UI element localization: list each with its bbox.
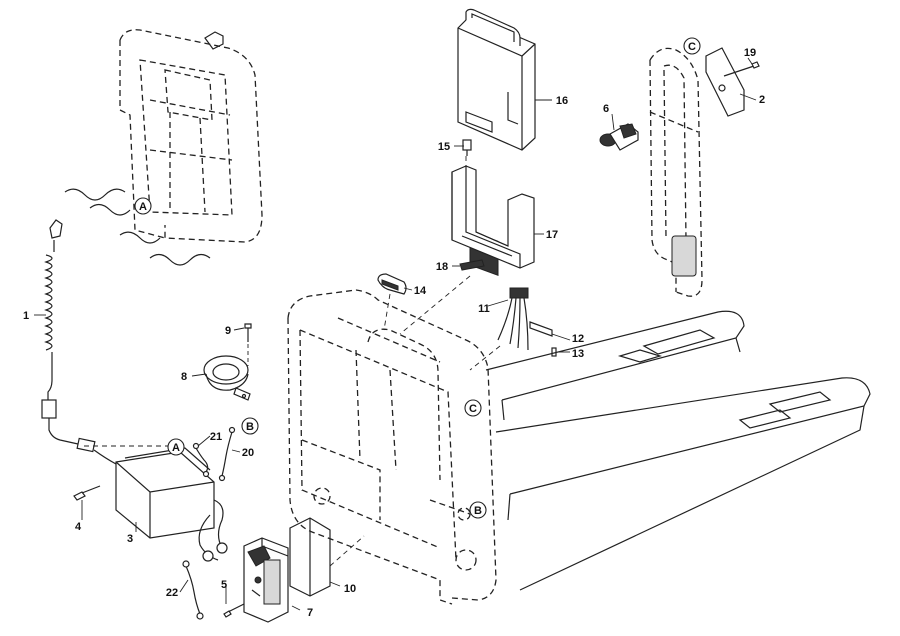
fork-right [495,377,871,591]
callout-b-chassis: B [469,501,487,519]
part-14-clamp [377,273,407,295]
chassis-frame-outline [287,289,497,605]
tiller-handle-outline [649,47,703,297]
part-label-15: 15 [438,141,450,153]
part-22-lead [182,560,204,620]
part-17-battery-holder [451,165,535,269]
part-label-12: 12 [572,333,584,345]
part-6-switch-button [599,123,639,151]
callout-c-chassis: C [464,399,482,417]
tiller-head-outline [119,29,263,243]
part-label-22: 22 [166,587,178,599]
part-9-screw [244,323,252,366]
part-label-16: 16 [556,95,568,107]
part-8-horn [203,355,251,401]
part-18-clip [459,259,485,271]
callout-a-top: A [134,197,152,215]
callout-a-bottom: A [167,438,185,456]
part-label-8: 8 [181,371,187,383]
part-label-6: 6 [603,103,609,115]
callout-label: A [139,201,147,213]
part-label-9: 9 [225,325,231,337]
part-label-11: 11 [478,303,490,315]
part-10-cover-plate [289,517,331,597]
part-3-charger [93,447,228,562]
part-19-screw [723,61,760,77]
part-label-20: 20 [242,447,254,459]
part-label-2: 2 [759,94,765,106]
part-13-pin [551,347,557,357]
part-11-wiring-harness [497,287,529,351]
part-20-lead [218,426,236,482]
break-lines [64,188,211,266]
callout-label: B [246,421,254,433]
part-label-18: 18 [436,261,448,273]
part-7-display-module [243,537,289,623]
part-1-charging-cable [41,219,96,453]
part-15-screw [462,139,472,156]
callout-b-horn: B [241,417,259,435]
callout-label: C [688,41,696,53]
part-4-screw [73,485,101,501]
callout-c-top: C [683,37,701,55]
part-label-21: 21 [210,431,222,443]
part-12-bracket [529,321,553,337]
part-label-10: 10 [344,583,356,595]
part-label-17: 17 [546,229,558,241]
callout-label: C [469,403,477,415]
fork-left [485,310,745,421]
part-2-plate [705,47,745,117]
part-label-5: 5 [221,579,227,591]
part-label-1: 1 [23,310,29,322]
part-label-14: 14 [414,285,427,297]
callout-label: B [474,505,482,517]
callout-label: A [172,442,180,454]
part-label-4: 4 [75,521,82,533]
part-label-13: 13 [572,348,584,360]
leader-lines [34,57,757,611]
part-label-3: 3 [127,533,133,545]
part-label-19: 19 [744,47,756,59]
part-label-7: 7 [307,607,313,619]
part-5-screw [223,603,245,618]
